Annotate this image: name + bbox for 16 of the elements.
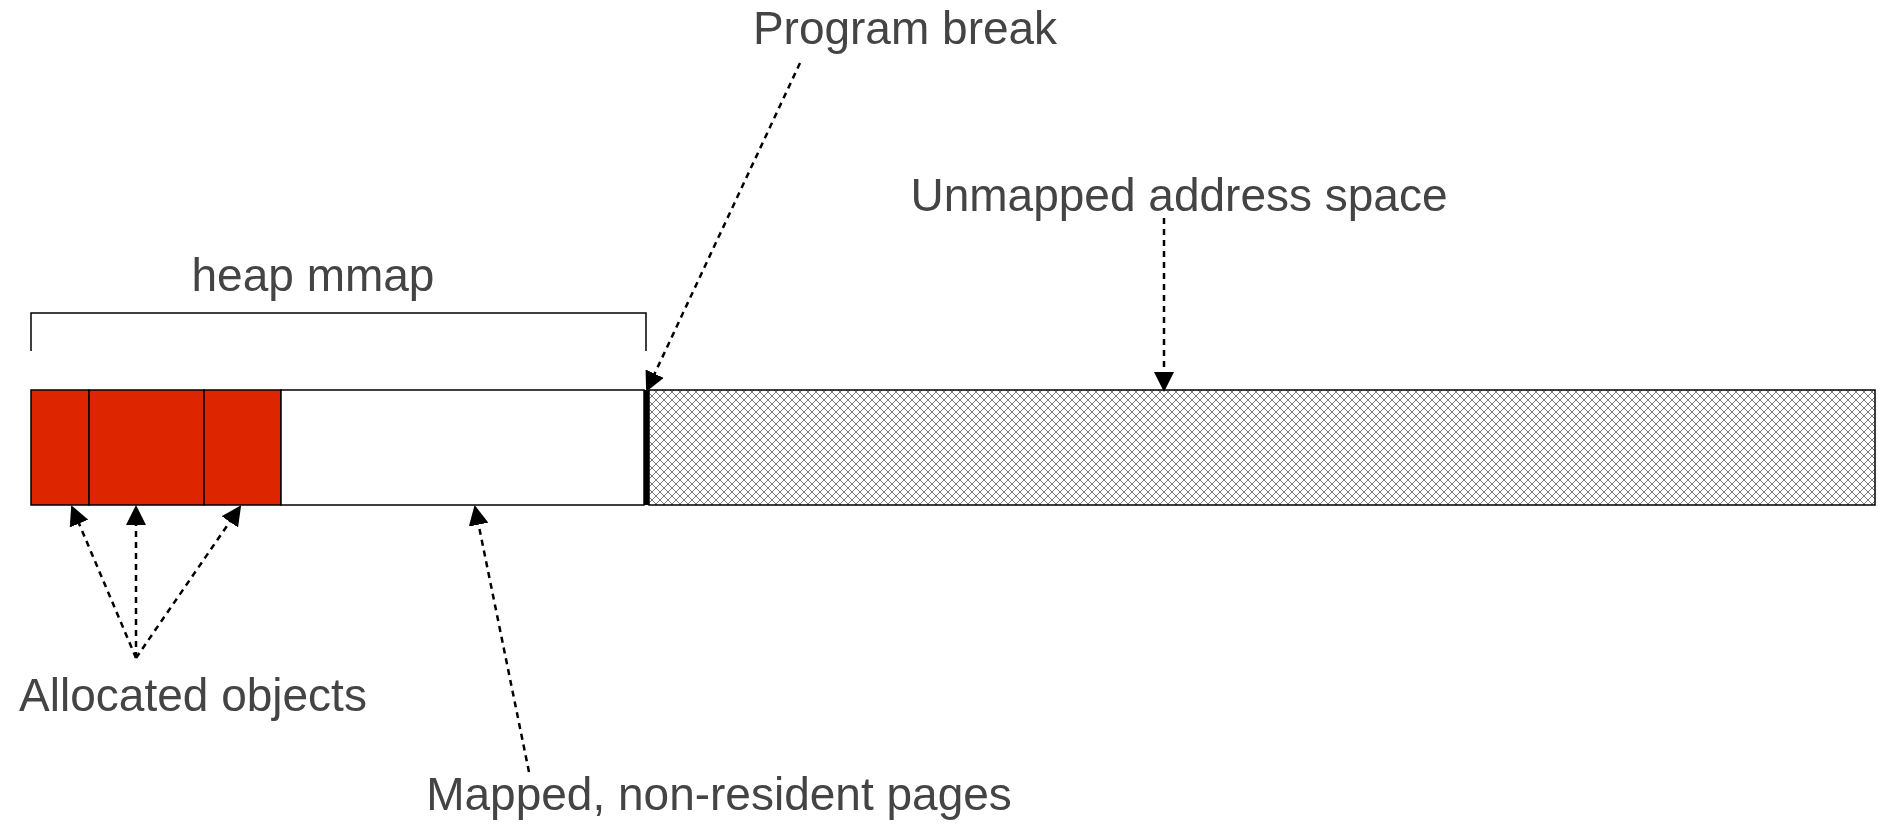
arrow	[468, 505, 531, 773]
mapped-region	[280, 389, 645, 506]
arrow	[126, 505, 146, 658]
arrow	[134, 505, 242, 659]
callout-label: Allocated objects	[19, 669, 367, 721]
arrow	[1154, 218, 1174, 392]
memory-block	[203, 389, 282, 506]
arrow	[69, 505, 138, 659]
callout-label: Program break	[752, 2, 1058, 54]
hatched-region	[648, 389, 1876, 506]
arrow	[645, 62, 802, 392]
bracket-label: heap mmap	[191, 249, 435, 301]
callout-label: Mapped, non-resident pages	[426, 768, 1012, 820]
memory-block	[30, 389, 90, 506]
callout-label: Unmapped address space	[910, 169, 1448, 221]
memory-block	[88, 389, 205, 506]
